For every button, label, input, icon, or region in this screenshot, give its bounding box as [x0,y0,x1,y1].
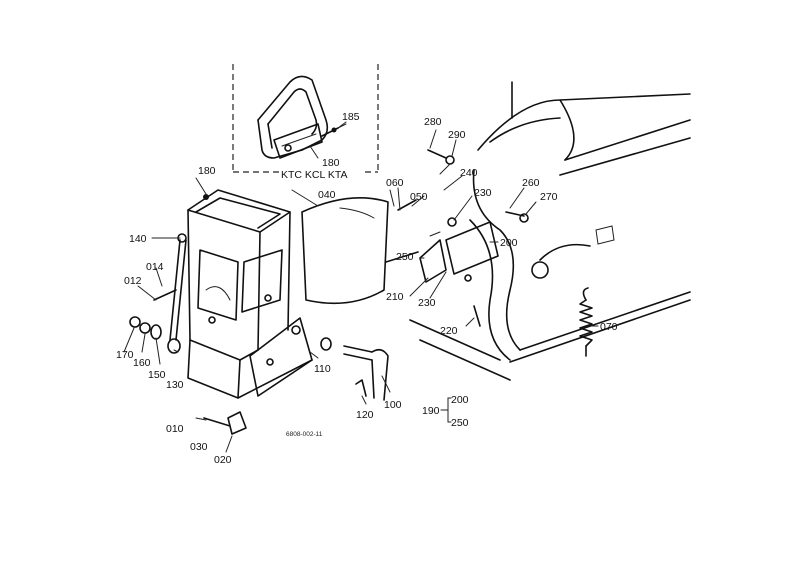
part-label-030: 030 [190,441,208,453]
part-label-020: 020 [214,454,232,466]
part-label-260: 260 [522,177,540,189]
part-label-010: 010 [166,423,184,435]
part-label-060: 060 [386,177,404,189]
part-label-100: 100 [384,399,402,411]
part-label-210: 210 [386,291,404,303]
part-labels: 140 012 014 170 160 150 130 010 030 020 … [116,111,618,466]
bracket-assembly [385,149,529,327]
figure-code: 6808-002-11 [286,431,323,438]
group-190-item-200: 200 [451,394,469,406]
part-label-170: 170 [116,349,134,361]
part-label-200: 200 [500,237,518,249]
group-label-190: 190 [422,405,440,417]
part-label-110: 110 [314,363,331,375]
part-label-185: 185 [342,111,360,123]
shaft-lever [320,337,389,401]
part-label-160: 160 [133,357,151,369]
inset-frame [232,64,379,173]
machine-housing [409,81,691,381]
part-label-240: 240 [460,167,478,179]
part-label-180-top: 180 [198,165,216,177]
part-label-150: 150 [148,369,166,381]
leader-lines [123,123,599,453]
cover-plate [301,197,389,305]
part-label-050: 050 [410,191,428,203]
side-plate [249,317,313,397]
part-label-290: 290 [448,129,466,141]
part-label-120: 120 [356,409,374,421]
part-label-230-upper: 230 [474,187,492,199]
lever-rod [153,233,187,354]
part-label-014: 014 [146,261,164,273]
part-label-070: 070 [600,321,618,333]
group-190-item-250: 250 [451,417,469,429]
spring [579,287,593,357]
part-label-130: 130 [166,379,184,391]
part-label-280: 280 [424,116,442,128]
part-label-230-lower: 230 [418,297,436,309]
inset-caption: KTC KCL KTA [281,169,348,181]
part-label-270: 270 [540,191,558,203]
part-label-040: 040 [318,189,336,201]
part-label-180-inset: 180 [322,157,340,169]
inset-handle [257,75,347,159]
part-label-250: 250 [396,251,414,263]
part-label-012: 012 [124,275,142,287]
part-label-140: 140 [129,233,147,245]
box-assembly [187,189,313,399]
part-label-220: 220 [440,325,458,337]
